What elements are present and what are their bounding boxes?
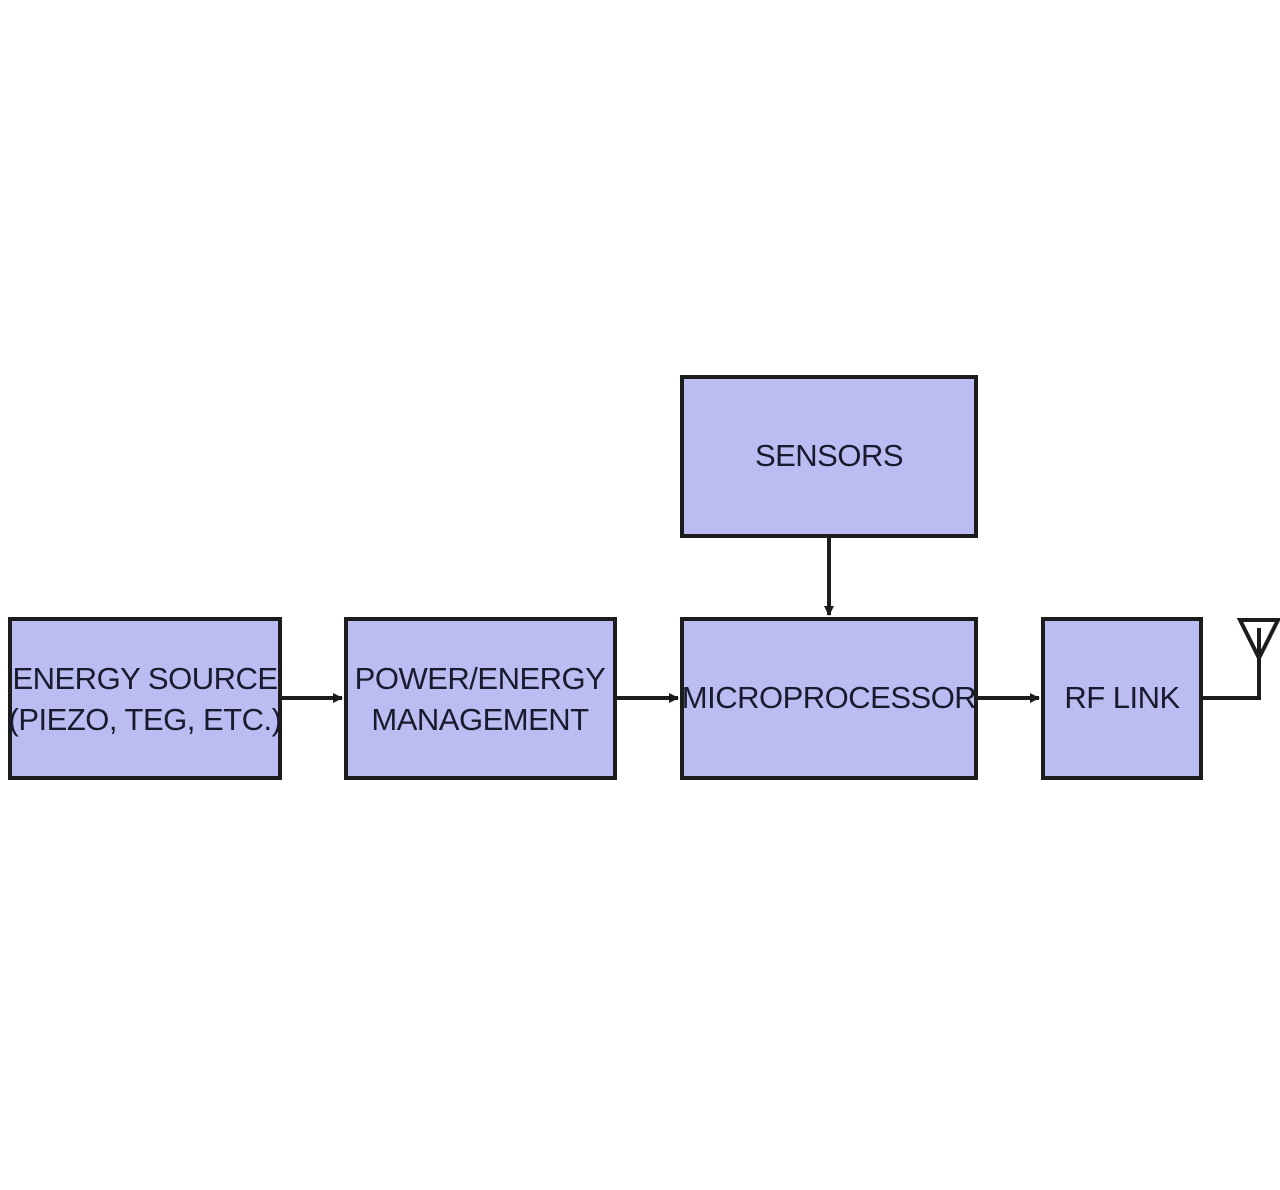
power-management-label-line1: POWER/ENERGY — [355, 661, 606, 696]
sensors-box — [680, 375, 978, 538]
energy-source-label-line2: (PIEZO, TEG, ETC.) — [9, 702, 282, 737]
microprocessor-label: MICROPROCESSOR — [682, 680, 976, 715]
sensors-label: SENSORS — [755, 438, 903, 473]
antenna-feed-line — [1203, 628, 1261, 700]
rf-link-block: RF LINK — [1041, 617, 1203, 780]
antenna-icon — [1203, 618, 1280, 700]
rf-link-box — [1041, 617, 1203, 780]
energy-source-block: ENERGY SOURCE (PIEZO, TEG, ETC.) — [8, 617, 282, 780]
power-management-box — [344, 617, 617, 780]
antenna-head — [1236, 618, 1280, 663]
energy-source-label-line1: ENERGY SOURCE — [12, 661, 277, 696]
energy-source-box — [8, 617, 282, 780]
microprocessor-box — [680, 617, 978, 780]
power-management-label-line2: MANAGEMENT — [371, 702, 589, 737]
rf-link-label: RF LINK — [1064, 680, 1180, 715]
sensors-block: SENSORS — [680, 375, 978, 538]
power-management-block: POWER/ENERGY MANAGEMENT — [344, 617, 617, 780]
microprocessor-block: MICROPROCESSOR — [680, 617, 978, 780]
